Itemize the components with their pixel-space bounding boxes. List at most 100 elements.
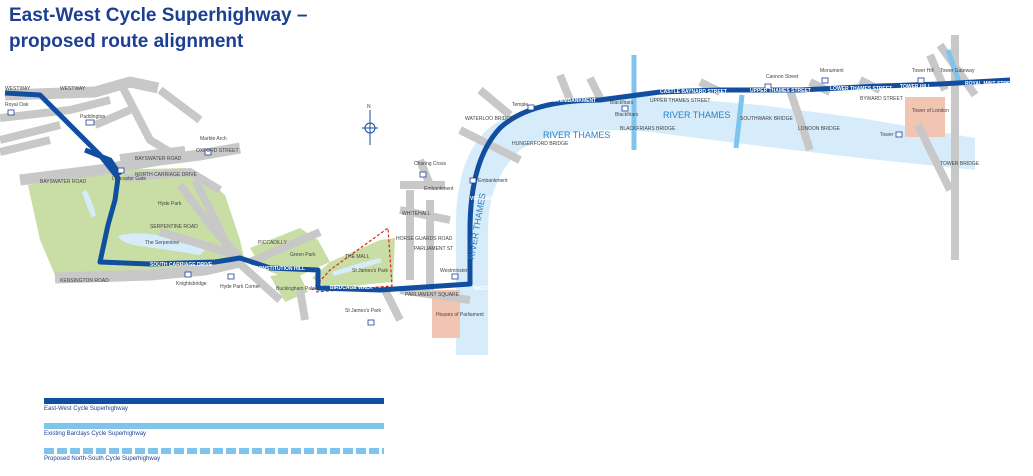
east-west-superhighway-spur — [84, 147, 123, 177]
cannon-street-station-icon — [764, 83, 772, 90]
label-royal-oak: Royal Oak — [5, 102, 29, 108]
legend-swatch-existing — [44, 423, 384, 429]
tower-hill-station-icon — [917, 77, 925, 84]
label-whitehall: WHITEHALL — [402, 211, 431, 217]
label-tower-hill-station: Tower Hill — [912, 68, 934, 74]
road-network — [0, 35, 979, 322]
map-title: East-West Cycle Superhighway – proposed … — [9, 3, 307, 55]
royal-oak-station-icon — [7, 109, 15, 116]
blackfriars-station-icon — [621, 105, 629, 112]
label-byward-street: BYWARD STREET — [860, 96, 903, 102]
label-castle-baynard-street: CASTLE BAYNARD STREET — [660, 89, 727, 95]
map-labels: WESTWAY WESTWAY Royal Oak Paddington Mar… — [5, 68, 1017, 318]
westminster-station-icon — [451, 273, 459, 280]
label-victoria-embankment-2: VICTORIA EMBANKMENT — [535, 98, 596, 104]
label-london-bridge: LONDON BRIDGE — [798, 126, 841, 132]
label-parliament-street: PARLIAMENT ST — [414, 246, 453, 252]
label-oxford-street: OXFORD STREET — [196, 148, 239, 154]
label-blackfriars: Blackfriars — [610, 100, 634, 106]
label-bayswater-road-2: BAYSWATER ROAD — [135, 156, 182, 162]
north-label: N — [367, 104, 371, 110]
long-water — [82, 190, 96, 218]
label-horse-guards-road: HORSE GUARDS ROAD — [396, 236, 453, 242]
label-monument: Monument — [820, 68, 844, 74]
serpentine-lake — [118, 233, 205, 255]
tower-station-icon — [895, 131, 903, 138]
existing-superhighway-east — [945, 49, 963, 86]
label-bayswater-road: BAYSWATER ROAD — [40, 179, 87, 185]
monument-station-icon — [821, 77, 829, 84]
north-arrow: N — [362, 104, 378, 145]
label-green-park: Green Park — [290, 252, 316, 258]
label-hungerford-bridge: HUNGERFORD BRIDGE — [512, 141, 569, 147]
label-embankment: Embankment — [424, 186, 454, 192]
label-westminster: Westminster — [440, 268, 468, 274]
label-buckingham-palace: Buckingham Palace — [276, 286, 320, 292]
embankment-station-icon — [469, 177, 477, 184]
label-the-serpentine: The Serpentine — [145, 240, 179, 246]
label-charing-cross: Charing Cross — [414, 161, 446, 167]
hyde-park-corner-station-icon — [227, 273, 235, 280]
label-piccadilly: PICCADILLY — [258, 240, 287, 246]
label-westminster-bridge: WESTMINSTER BRIDGE — [474, 286, 532, 292]
label-tower-gateway: Tower Gateway — [940, 68, 975, 74]
label-north-carriage-drive: NORTH CARRIAGE DRIVE — [135, 172, 198, 178]
label-the-mall: THE MALL — [345, 254, 370, 260]
label-blackfriars-2: Blackfriars — [615, 112, 639, 118]
knightsbridge-station-icon — [184, 271, 192, 278]
legend-swatch-proposed-ns — [44, 448, 384, 454]
charing-cross-station-icon — [419, 171, 427, 178]
legend-label-proposed-ns: Proposed North-South Cycle Superhighway — [44, 456, 161, 462]
legend-item-ew: East-West Cycle Superhighway — [44, 398, 384, 412]
label-upper-thames-street: UPPER THAMES STREET — [650, 98, 710, 104]
marble-arch-station-icon — [204, 149, 212, 156]
label-blackfriars-bridge: BLACKFRIARS BRIDGE — [620, 126, 676, 132]
label-birdcage-walk: BIRDCAGE WALK — [330, 285, 373, 291]
label-hyde-park: Hyde Park — [158, 201, 182, 207]
temple-station-icon — [527, 104, 535, 111]
label-constitution-hill: CONSTITUTION HILL — [255, 266, 305, 272]
legend-label-ew: East-West Cycle Superhighway — [44, 406, 128, 412]
legend-item-proposed-ns: Proposed North-South Cycle Superhighway — [44, 448, 384, 462]
label-st-james-park-station: St James's Park — [345, 308, 381, 314]
label-tower-hill: TOWER HILL — [900, 84, 931, 90]
label-upper-thames-street-2: UPPER THAMES STREET — [750, 88, 811, 94]
label-victoria-embankment: VICTORIA EMBANKMENT — [470, 196, 531, 202]
label-cannon-street: Cannon Street — [766, 74, 799, 80]
label-houses-of-parliament: Houses of Parliament — [436, 312, 484, 318]
label-south-carriage-drive: SOUTH CARRIAGE DRIVE — [150, 262, 213, 268]
label-lancaster-gate: Lancaster Gate — [112, 176, 146, 182]
label-marble-arch: Marble Arch — [200, 136, 227, 142]
label-hyde-park-corner: Hyde Park Corner — [220, 284, 260, 290]
label-parliament-square: PARLIAMENT SQUARE — [405, 292, 460, 298]
lancaster-gate-station-icon — [117, 167, 125, 174]
existing-superhighway-southwark — [733, 94, 745, 149]
label-serpentine-road: SERPENTINE ROAD — [150, 224, 198, 230]
label-paddington: Paddington — [80, 114, 106, 120]
label-tower-of-london: Tower of London — [912, 108, 949, 114]
station-markers — [7, 77, 925, 326]
st-james-lake — [332, 258, 382, 276]
label-river-thames-1: RIVER THAMES — [543, 130, 610, 140]
label-kensington-road: KENSINGTON ROAD — [60, 278, 109, 284]
legend-item-existing: Existing Barclays Cycle Superhighway — [44, 423, 384, 437]
label-knightsbridge: Knightsbridge — [176, 281, 207, 287]
legend-swatch-ew — [44, 398, 384, 404]
label-westway-2: WESTWAY — [60, 86, 86, 92]
paddington-station-icon — [85, 119, 95, 126]
title-line-2: proposed route alignment — [9, 31, 244, 52]
label-waterloo-bridge: WATERLOO BRIDGE — [465, 116, 514, 122]
label-river-thames-2: RIVER THAMES — [663, 110, 730, 120]
st-james-park-station-icon — [367, 319, 375, 326]
label-temple: Temple — [512, 102, 528, 108]
label-lower-thames-street: LOWER THAMES STREET — [830, 86, 892, 92]
label-westway: WESTWAY — [5, 86, 31, 92]
label-tower-bridge: TOWER BRIDGE — [940, 161, 980, 167]
label-royal-mint-street: ROYAL MINT STREET — [965, 81, 1017, 87]
east-west-superhighway — [4, 77, 1011, 293]
label-southwark-bridge: SOUTHWARK BRIDGE — [740, 116, 794, 122]
title-line-1: East-West Cycle Superhighway – — [9, 5, 308, 26]
label-st-james-park: St James's Park — [352, 268, 388, 274]
label-embankment-2: Embankment — [478, 178, 508, 184]
